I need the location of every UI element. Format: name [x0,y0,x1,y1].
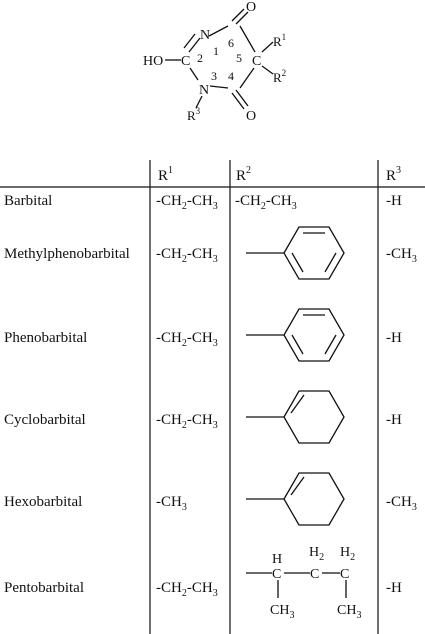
r1-value: -CH3 [156,494,187,513]
r1-value: -CH2-CH3 [156,193,218,212]
atom-o-bottom: O [246,109,256,124]
drug-name: Methylphenobarbital [4,246,130,262]
core-r2: R2 [273,68,286,85]
pentyl-c3-h: H2 [340,545,355,563]
pentyl-c3: C [340,567,349,582]
pentyl-c1: C [272,567,281,582]
pentyl-c2-h: H2 [309,545,324,563]
header-r2: R2 [236,165,251,184]
drug-name: Barbital [4,193,52,209]
table-row: Cyclobarbital -CH2-CH3 -H [4,390,402,444]
cyclohexenyl-structure [246,390,345,444]
r1-value: -CH2-CH3 [156,412,218,431]
table-row: Phenobarbital -CH2-CH3 -H [4,308,402,362]
ring-number-3: 3 [211,69,217,83]
bond-c2-n1-b [183,33,196,49]
r2-value: -CH2-CH3 [235,193,297,212]
pentyl-methyl-1: CH3 [270,603,294,621]
drug-name: Hexobarbital [4,494,82,510]
r3-value: -H [386,193,402,209]
ring-number-6: 6 [228,36,234,50]
substituent-table: R1 R2 R3 Barbital -CH2-CH3 -CH2-CH3 -H M… [0,160,425,634]
r3-value: -CH3 [386,246,417,265]
ring-number-4: 4 [228,69,234,83]
ring-number-5: 5 [236,51,242,65]
atom-c5: C [252,54,261,69]
bond-c5-r1 [261,41,274,53]
r3-value: -H [386,580,402,596]
r1-value: -CH2-CH3 [156,330,218,349]
r3-value: -CH3 [386,494,417,513]
bond-c6-c5 [239,25,256,53]
cyclohexenyl-structure [246,472,345,526]
core-r3: R3 [187,106,201,123]
table-row: Hexobarbital -CH3 -CH3 [4,472,417,526]
r1-value: -CH2-CH3 [156,246,218,265]
atom-ho: HO [143,54,163,69]
atom-n3: N [199,83,209,98]
drug-name: Phenobarbital [4,330,87,346]
core-structure: N C N C O O HO R1 R2 R3 1 2 3 4 5 6 [143,0,286,124]
bond-c6-o-b [231,8,245,22]
atom-o-top: O [246,0,256,15]
bond-n3-r3 [195,95,203,109]
bond-c5-r2 [261,65,274,75]
r3-value: -H [386,330,402,346]
pentyl-c1-h: H [272,552,282,567]
bond-c4-n3 [209,85,229,89]
bond-n3-c2 [189,67,199,81]
atom-n1: N [200,28,210,43]
ring-number-1: 1 [213,44,219,58]
bond-c6-o-a [235,11,249,25]
bond-c4-o-b [231,92,245,110]
ring-number-2: 2 [197,51,203,65]
r3-value: -H [386,412,402,428]
bond-c2-n1-a [188,37,201,53]
pentyl-methyl-2: CH3 [337,603,361,621]
drug-name: Cyclobarbital [4,412,86,428]
header-r3: R3 [386,165,401,184]
core-r1: R1 [273,32,286,49]
table-row: Pentobarbital -CH2-CH3 H C H2 C H2 C CH3… [4,545,402,621]
header-r1: R1 [158,165,173,184]
pentyl-c2: C [310,567,319,582]
atom-c2: C [181,54,190,69]
bond-c5-c4 [239,67,255,89]
bond-c4-o-a [235,89,249,107]
phenyl-structure [246,226,345,280]
drug-name: Pentobarbital [4,580,84,596]
r1-value: -CH2-CH3 [156,580,218,599]
table-row: Methylphenobarbital -CH2-CH3 -CH3 [4,226,417,280]
table-row: Barbital -CH2-CH3 -CH2-CH3 -H [4,193,402,212]
phenyl-structure [246,308,345,362]
bond-n1-c6 [208,25,229,37]
pentyl-structure: H C H2 C H2 C CH3 CH3 [246,545,361,621]
